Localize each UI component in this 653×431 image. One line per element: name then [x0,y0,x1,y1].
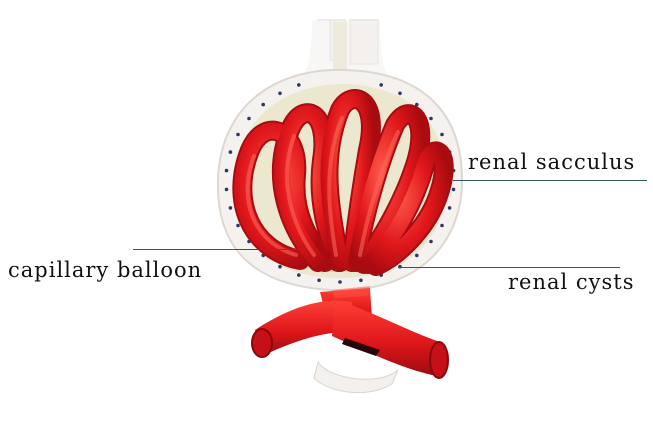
capsule-dot [224,168,229,173]
label-capillary-balloon: capillary balloon [8,258,203,282]
capsule-dot [440,223,444,228]
capsule-dot [447,206,452,210]
renal-tubule-top [300,19,390,78]
capsule-dot [415,102,419,107]
capsule-dot [429,239,433,244]
capsule-dot [297,83,301,87]
capsule-dot [228,206,233,210]
renal-tubule-bottom [313,360,399,394]
capsule-dot [440,132,444,137]
capsule-dot [236,132,240,137]
capsule-dot [236,223,240,228]
capsule-dot [317,278,321,283]
capsule-dot [224,187,229,192]
leader-renal-sacculus [453,180,647,181]
capsule-dot [429,116,433,121]
capsule-dot [261,102,266,107]
capsule-dot [338,280,342,284]
arterioles [251,286,449,379]
label-renal-cysts: renal cysts [508,270,635,294]
capsule-dot [297,273,301,277]
capsule-dot [247,116,251,121]
capillary-balloon-tuft [232,89,454,276]
capsule-dot [379,83,384,87]
capsule-dot [228,150,233,154]
capsule-dot [415,253,419,258]
capsule-dot [398,91,402,96]
capsule-dot [278,264,282,269]
leader-renal-cysts [398,267,620,268]
label-renal-sacculus: renal sacculus [468,150,636,174]
capsule-dot [451,187,456,192]
capsule-dot [278,91,282,96]
capsule-dot [359,278,363,283]
leader-capillary-balloon [133,249,301,250]
